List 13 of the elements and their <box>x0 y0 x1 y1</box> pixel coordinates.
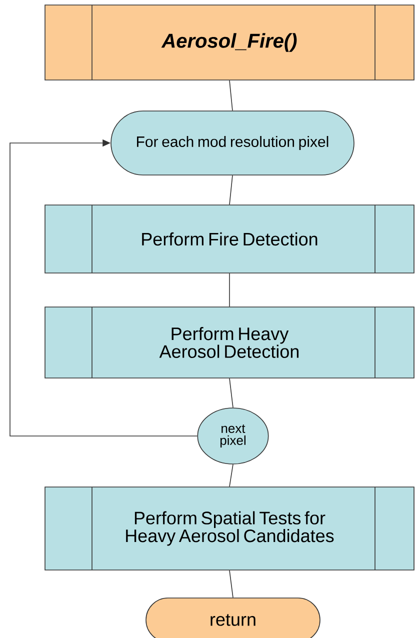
process-box: Aerosol_Fire() <box>44 4 414 80</box>
terminal-box: For each mod resolution pixel <box>110 110 354 176</box>
process-box: Perform Spatial Tests for Heavy Aerosol Candidates <box>44 486 414 570</box>
connector-line <box>229 464 234 487</box>
terminal-box: return <box>146 598 320 638</box>
connector-line <box>229 378 234 408</box>
connector-line <box>229 273 230 307</box>
loop-arrow <box>10 139 198 436</box>
connector-line <box>229 80 233 111</box>
connector-line <box>229 175 233 205</box>
process-box: Perform Fire Detection <box>44 204 414 274</box>
process-box: Perform Heavy Aerosol Detection <box>44 306 414 378</box>
connector-line <box>229 570 234 598</box>
